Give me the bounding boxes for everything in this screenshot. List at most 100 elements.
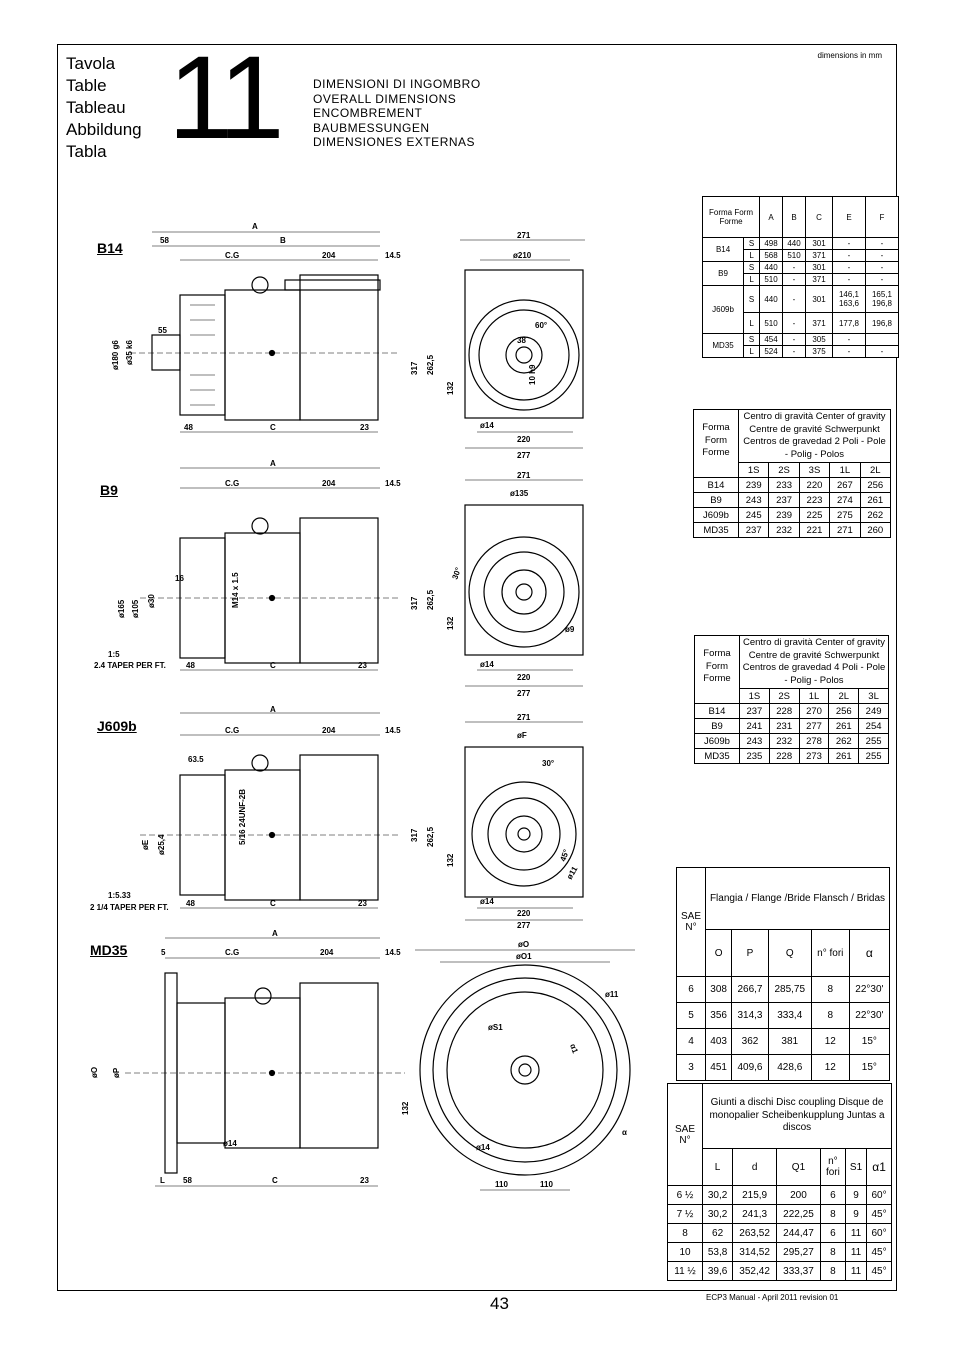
cell: 261 bbox=[859, 492, 892, 508]
title-en: Table bbox=[66, 76, 107, 95]
b9-taper-text: 2.4 TAPER PER FT. bbox=[94, 661, 166, 670]
cell: MD35 bbox=[701, 333, 745, 358]
b14-side-drawing: A 58 B C.G 204 14.5 55 ø180 g6 ø35 k6 48… bbox=[100, 220, 420, 465]
b9-end-9: ø9 bbox=[565, 625, 575, 634]
view-label-b9: B9 bbox=[100, 482, 118, 498]
col-holes: n° fori bbox=[819, 1148, 846, 1186]
cell: B14 bbox=[701, 237, 745, 262]
cell: 146,1 163,6 bbox=[832, 285, 866, 313]
cell: - bbox=[865, 249, 899, 262]
table-row: J609b S 440 - 301 146,1 163,6 165,1 196,… bbox=[701, 285, 899, 334]
j609b-dim-635: 63.5 bbox=[188, 755, 204, 764]
b14-end-14: ø14 bbox=[480, 421, 494, 430]
cell: 8 bbox=[810, 976, 850, 1003]
cell: 273 bbox=[798, 748, 830, 764]
cell: 243 bbox=[737, 492, 770, 508]
j609b-dim-23: 23 bbox=[358, 899, 367, 908]
cell: - bbox=[782, 285, 806, 313]
col-O: O bbox=[704, 929, 733, 977]
b9-side-drawing: A C.G 204 14.5 16 ø165 ø105 ø30 M14 x 1.… bbox=[80, 458, 420, 693]
cell: 241 bbox=[739, 718, 770, 734]
cell: 371 bbox=[805, 312, 833, 334]
b9-dim-cg: C.G bbox=[225, 479, 239, 488]
b14-end-38: 38 bbox=[517, 336, 526, 345]
col-L: L bbox=[701, 1148, 734, 1186]
cell: 510 bbox=[782, 249, 806, 262]
cell: 440 bbox=[782, 237, 806, 250]
b14-dim-58: 58 bbox=[160, 236, 169, 245]
col-alpha: α bbox=[848, 929, 891, 977]
md35-end-110b: 110 bbox=[540, 1180, 553, 1189]
md35-end-O: øO bbox=[518, 940, 529, 949]
page-frame: dimensions in mm Tavola Table Tableau Ab… bbox=[57, 39, 897, 1291]
cell: 232 bbox=[768, 733, 800, 749]
cell: 11 bbox=[844, 1261, 868, 1281]
b9-dim-A: A bbox=[270, 459, 276, 468]
cell: 4 bbox=[676, 1028, 706, 1055]
cell: 233 bbox=[768, 477, 800, 493]
col-S1: S1 bbox=[844, 1148, 868, 1186]
flange-table: SAE N° Flangia / Flange /Bride Flansch /… bbox=[676, 866, 891, 1081]
cell: J609b bbox=[694, 733, 740, 749]
b9-dim-105: ø105 bbox=[131, 599, 140, 618]
cell: - bbox=[865, 237, 899, 250]
cell: 381 bbox=[767, 1028, 812, 1055]
col-1S: 1S bbox=[737, 462, 770, 478]
col-holes: n° fori bbox=[810, 929, 850, 977]
cell: - bbox=[865, 261, 899, 274]
b14-end-2625: 262,5 bbox=[426, 354, 435, 375]
md35-dim-O: øO bbox=[90, 1067, 99, 1078]
title-words: Tavola Table Tableau Abbildung Tabla bbox=[66, 53, 142, 163]
b9-dim-30: ø30 bbox=[147, 594, 156, 608]
cell: 45° bbox=[866, 1261, 892, 1281]
j609b-dim-E: øE bbox=[141, 839, 150, 850]
cell: L bbox=[743, 312, 760, 334]
table-row: MD35 S 454 - 305 - bbox=[701, 333, 899, 358]
header-C: C bbox=[805, 196, 833, 238]
dim-title-de: BAUBMESSUNGEN bbox=[313, 120, 430, 135]
b14-dim-204: 204 bbox=[322, 251, 336, 260]
cell: 256 bbox=[859, 477, 892, 493]
b9-taper-ratio: 1:5 bbox=[108, 650, 120, 659]
b14-end-60: 60° bbox=[535, 321, 547, 330]
cell: - bbox=[782, 333, 806, 346]
md35-dim-L: L bbox=[160, 1176, 165, 1185]
cell: 267 bbox=[829, 477, 861, 493]
b14-end-132: 132 bbox=[446, 381, 455, 395]
cell: 239 bbox=[768, 507, 800, 523]
cell: 301 bbox=[805, 237, 833, 250]
b9-dim-165: ø165 bbox=[117, 599, 126, 618]
header-B: B bbox=[782, 196, 806, 238]
b9-dim-48: 48 bbox=[186, 661, 195, 670]
view-label-j609b: J609b bbox=[97, 718, 137, 734]
j609b-dim-cg: C.G bbox=[225, 726, 239, 735]
md35-end-132: 132 bbox=[401, 1101, 410, 1115]
cell: 375 bbox=[805, 345, 833, 358]
cell: 237 bbox=[739, 703, 770, 719]
j609b-end-2625: 262,5 bbox=[426, 826, 435, 847]
b14-end-drawing: 271 ø210 38 60° 10 h9 317 262,5 132 ø14 … bbox=[405, 230, 595, 465]
cell: 333,37 bbox=[776, 1261, 821, 1281]
cell: S bbox=[743, 261, 760, 274]
col-2S: 2S bbox=[768, 688, 800, 704]
cell: J609b bbox=[701, 285, 745, 334]
md35-dim-cg: C.G bbox=[225, 948, 239, 957]
cell: MD35 bbox=[694, 748, 740, 764]
md35-end-alpha1: α1 bbox=[568, 1043, 580, 1055]
cell: 6 bbox=[819, 1223, 846, 1243]
b9-end-14: ø14 bbox=[480, 660, 494, 669]
cell: - bbox=[782, 261, 806, 274]
b9-end-317: 317 bbox=[410, 596, 419, 610]
cell: 53,8 bbox=[701, 1242, 734, 1262]
cell: 440 bbox=[759, 261, 783, 274]
col-1S: 1S bbox=[739, 688, 770, 704]
cell: 220 bbox=[798, 477, 831, 493]
title-it: Tavola bbox=[66, 54, 116, 73]
cell: 524 bbox=[759, 345, 783, 358]
cell: 333,4 bbox=[767, 1002, 812, 1029]
